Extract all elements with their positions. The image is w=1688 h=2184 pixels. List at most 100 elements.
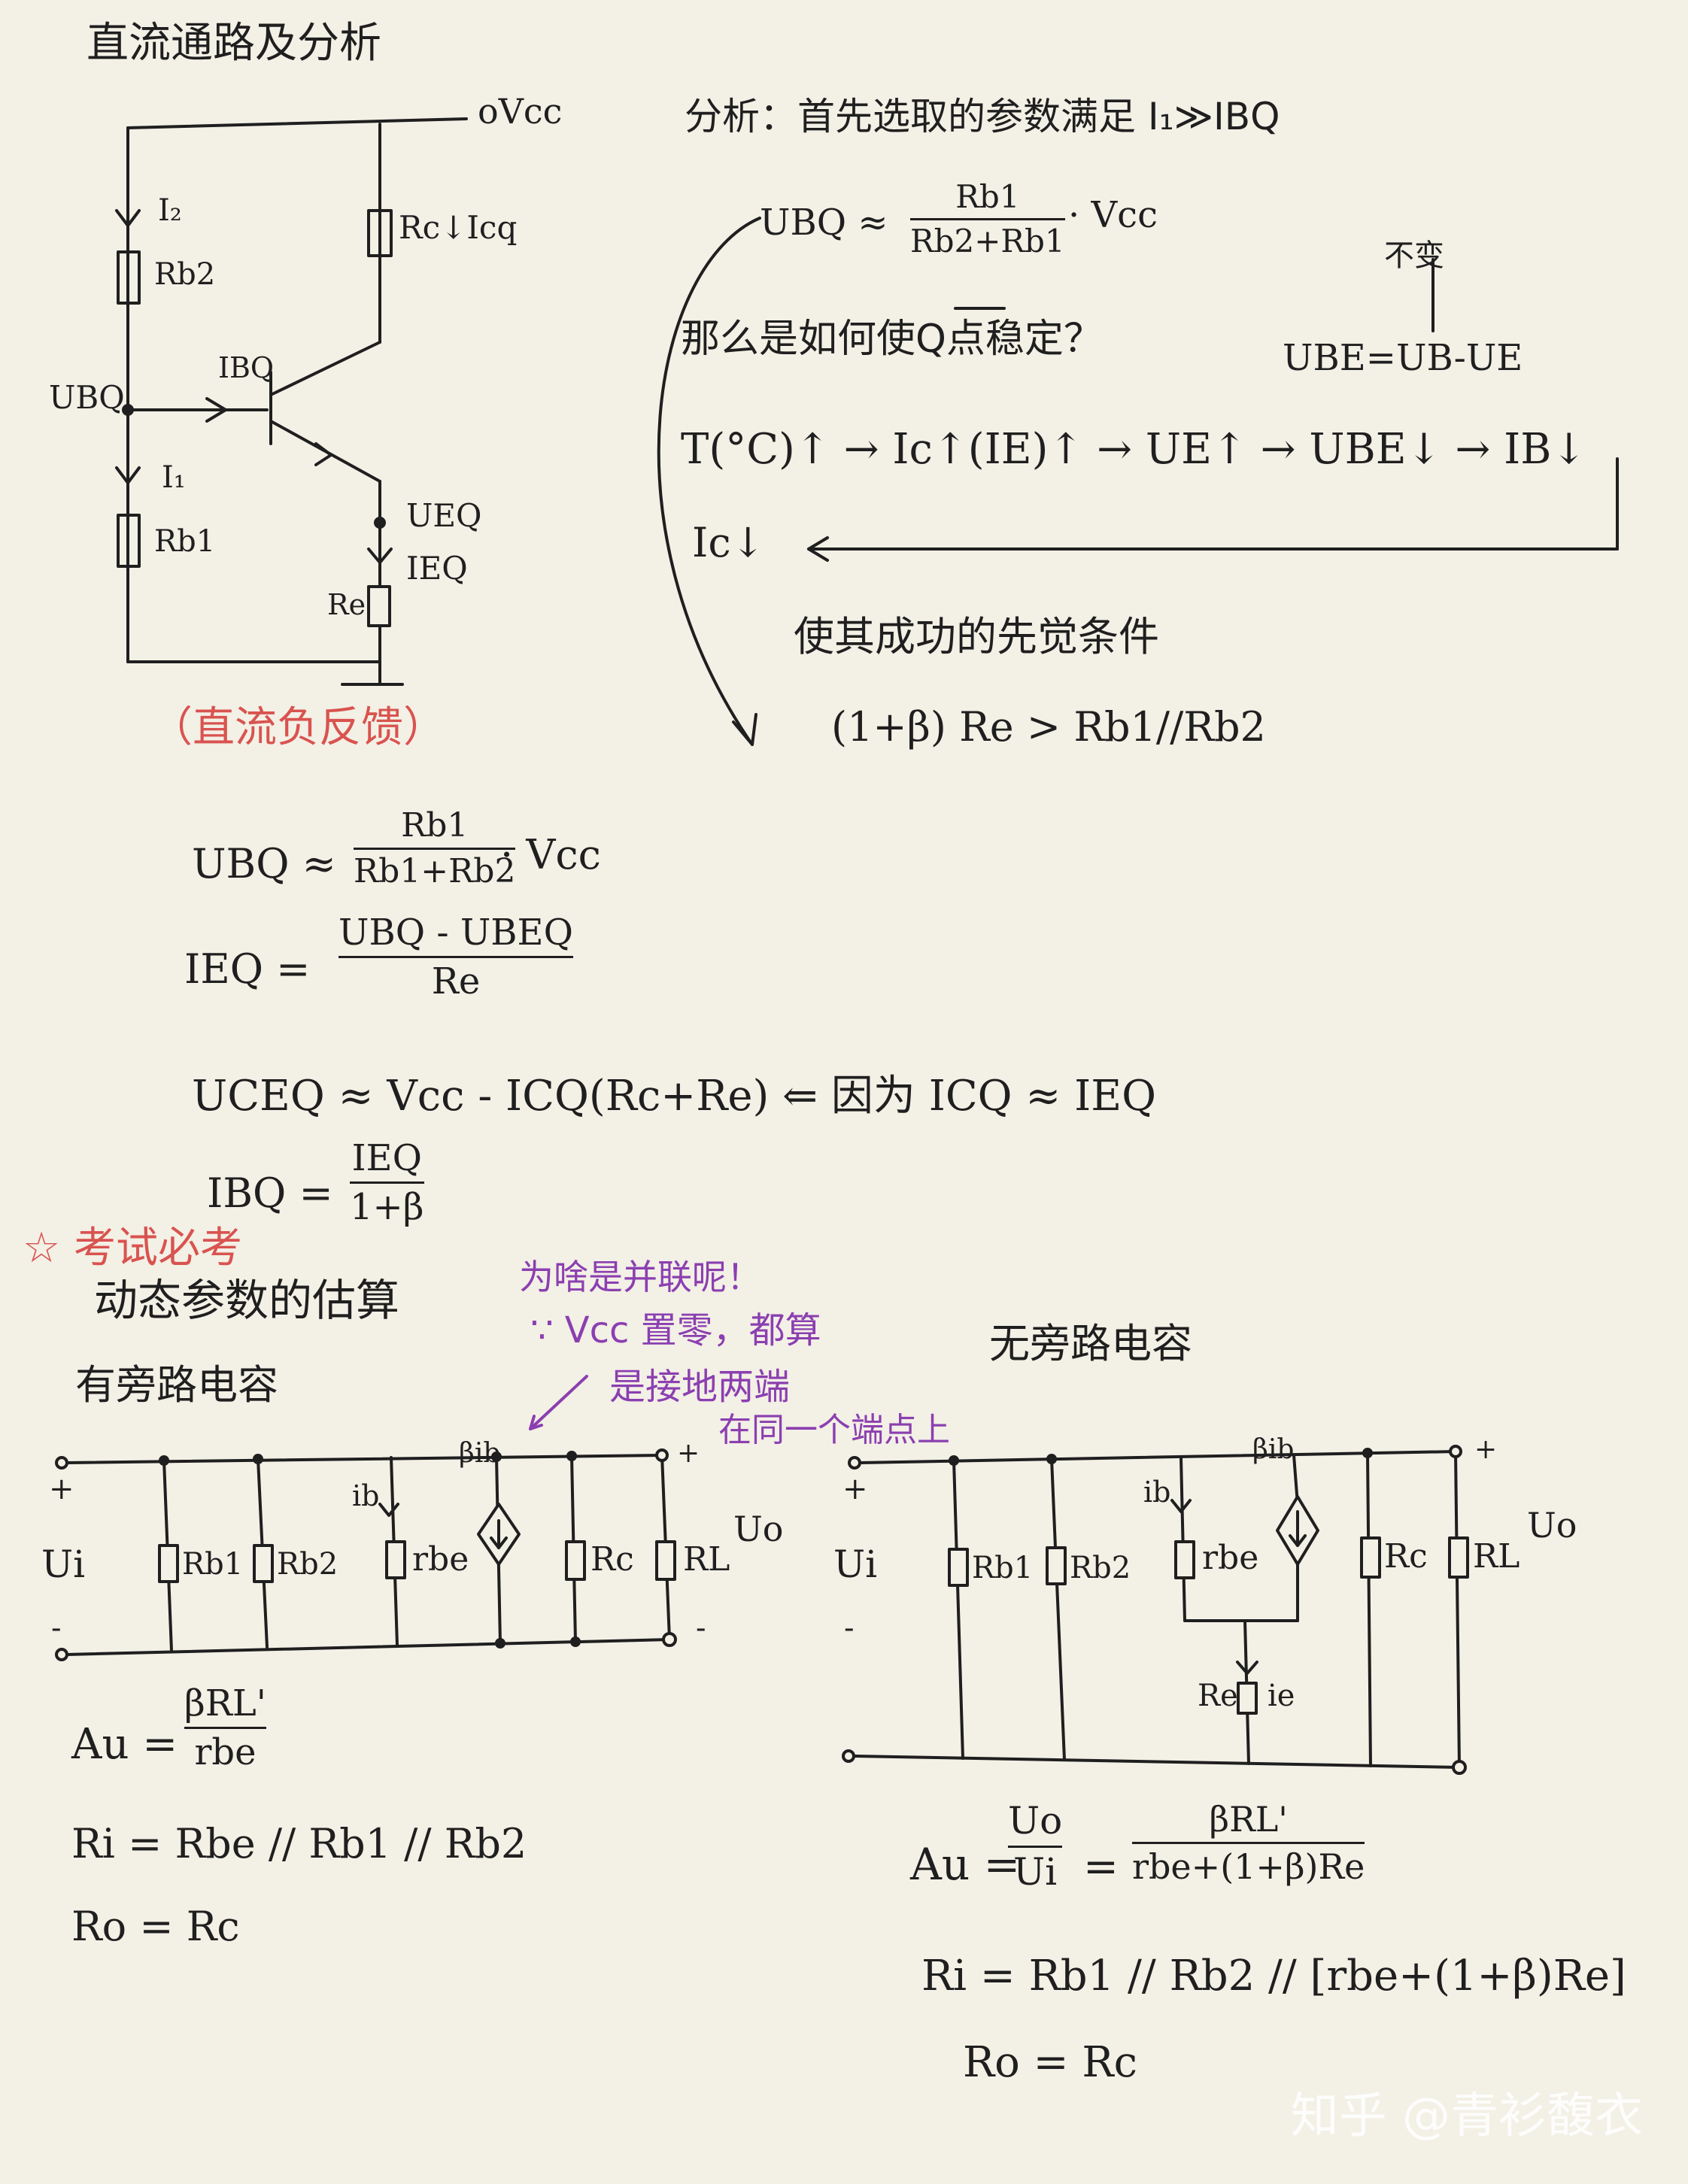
stability-chain: T(°C)↑ → Ic↑(IE)↑ → UE↑ → UBE↓ → IB↓: [681, 425, 1587, 474]
no-bypass-au-equals: =: [1083, 1843, 1119, 1891]
no-bypass-rb2-label: Rb2: [1070, 1551, 1131, 1585]
formula-ieq-numerator: UBQ - UBEQ: [339, 912, 573, 954]
dynamic-title: 动态参数的估算: [94, 1275, 400, 1326]
no-bypass-au-numerator: βRL': [1209, 1799, 1288, 1840]
bypass-au-lhs: Au =: [71, 1720, 178, 1769]
formula-ibq-lhs: IBQ =: [207, 1169, 333, 1217]
no-bypass-ie-label: ie: [1268, 1679, 1295, 1713]
watermark: 知乎 @青衫馥衣: [1290, 2088, 1643, 2144]
formula-ubq-fraction: Rb1 Rb1+Rb2: [354, 806, 516, 891]
bypass-uo-label: Uo: [733, 1509, 784, 1549]
fraction-bar: [184, 1727, 266, 1730]
bypass-title: 有旁路电容: [75, 1361, 278, 1409]
formula-ubq-denominator: Rb1+Rb2: [354, 852, 516, 891]
bypass-ui-label: Ui: [41, 1542, 86, 1586]
no-bypass-title: 无旁路电容: [989, 1320, 1192, 1367]
i2-label: I₂: [158, 193, 182, 228]
no-bypass-au-ui: Ui: [1013, 1849, 1058, 1894]
re-label: Re: [327, 588, 366, 621]
purple-note-line3: 是接地两端: [609, 1366, 791, 1408]
bypass-plus-in: +: [49, 1472, 74, 1506]
bypass-rc-label: Rc: [590, 1540, 634, 1579]
purple-arrow: [529, 1375, 588, 1430]
analysis-arrows: [657, 217, 1619, 746]
ubq-node-label: UBQ: [49, 379, 125, 416]
no-bypass-plus-in: +: [842, 1472, 868, 1506]
fraction-bar: [910, 218, 1065, 221]
bypass-ri: Ri = Rbe // Rb1 // Rb2: [71, 1820, 527, 1867]
bypass-rbe-label: rbe: [412, 1540, 469, 1579]
fraction-bar: [1132, 1842, 1365, 1845]
analysis-ubq-denominator: Rb2+Rb1: [910, 223, 1065, 260]
bypass-au-denominator: rbe: [194, 1731, 257, 1774]
bypass-bib-label: βib: [459, 1438, 501, 1469]
exam-note: ☆ 考试必考: [23, 1224, 243, 1272]
purple-note-line2: ∵ Vcc 置零，都算: [530, 1309, 821, 1351]
no-bypass-minus-in: -: [844, 1611, 855, 1646]
formula-ieq-denominator: Re: [431, 960, 481, 1003]
unchanged-note: 不变: [1384, 238, 1444, 273]
no-bypass-ri: Ri = Rb1 // Rb2 // [rbe+(1+β)Re]: [921, 1952, 1626, 2000]
no-bypass-au-fraction1: Uo Ui: [1008, 1799, 1063, 1894]
purple-note-line4: 在同一个端点上: [718, 1411, 950, 1449]
condition-title: 使其成功的先觉条件: [794, 613, 1159, 660]
no-bypass-bib-label: βib: [1252, 1434, 1295, 1465]
analysis-ubq-numerator: Rb1: [955, 178, 1020, 215]
no-bypass-ib-label: ib: [1143, 1476, 1171, 1509]
no-bypass-plus-out: +: [1474, 1434, 1498, 1465]
no-bypass-ui-label: Ui: [833, 1542, 878, 1586]
no-bypass-au-fraction2: βRL' rbe+(1+β)Re: [1132, 1801, 1365, 1885]
fraction-bar: [354, 848, 516, 851]
fraction-bar: [350, 1181, 424, 1185]
formula-ieq-lhs: IEQ =: [184, 945, 311, 993]
no-bypass-uo-label: Uo: [1527, 1505, 1577, 1545]
dc-circuit-diagram: [115, 117, 468, 686]
no-bypass-rl-label: RL: [1473, 1537, 1520, 1576]
no-bypass-au-uo: Uo: [1008, 1799, 1063, 1843]
formula-ibq-fraction: IEQ 1+β: [350, 1139, 424, 1227]
no-bypass-re-label: Re: [1198, 1679, 1238, 1713]
no-bypass-au-denominator: rbe+(1+β)Re: [1132, 1846, 1365, 1888]
analysis-ubq-lhs: UBQ ≈: [760, 202, 888, 244]
no-bypass-circuit-diagram: [842, 1445, 1469, 1775]
formula-uceq: UCEQ ≈ Vcc - ICQ(Rc+Re) ⇐ 因为 ICQ ≈ IEQ: [192, 1072, 1157, 1121]
rb2-label: Rb2: [154, 257, 216, 292]
bypass-minus-in: -: [51, 1611, 62, 1646]
bypass-rl-label: RL: [683, 1540, 730, 1579]
vcc-terminal-label: oVcc: [478, 91, 563, 132]
analysis-ubq-vcc: · Vcc: [1068, 194, 1158, 236]
rc-icq-label: Rc↓Icq: [399, 209, 518, 246]
fraction-bar: [1008, 1845, 1063, 1848]
bypass-au-numerator: βRL': [184, 1682, 266, 1724]
no-bypass-rbe-label: rbe: [1202, 1539, 1259, 1577]
rb1-label: Rb1: [154, 524, 216, 559]
bypass-rb2-label: Rb2: [277, 1547, 339, 1582]
i1-label: I₁: [162, 460, 186, 495]
analysis-ubq-fraction: Rb1 Rb2+Rb1: [910, 180, 1065, 258]
bypass-au-fraction: βRL' rbe: [184, 1685, 266, 1772]
bypass-ib-label: ib: [352, 1479, 380, 1512]
ube-relation: UBE=UB-UE: [1283, 337, 1523, 379]
formula-ibq-denominator: 1+β: [350, 1186, 424, 1229]
formula-ubq-numerator: Rb1: [401, 806, 469, 845]
ibq-label: IBQ: [218, 351, 275, 384]
ieq-label: IEQ: [406, 550, 468, 587]
dc-section-title: 直流通路及分析: [87, 19, 381, 68]
ueq-label: UEQ: [406, 497, 482, 534]
formula-ibq-numerator: IEQ: [351, 1137, 422, 1179]
formula-ieq-fraction: UBQ - UBEQ Re: [339, 914, 573, 1001]
no-bypass-ro: Ro = Rc: [963, 2038, 1137, 2087]
no-bypass-rb1-label: Rb1: [972, 1551, 1034, 1585]
bypass-plus-out: +: [677, 1438, 700, 1469]
analysis-heading: 分析：首先选取的参数满足 I₁≫IBQ: [685, 95, 1280, 138]
bypass-circuit-diagram: [55, 1448, 677, 1661]
no-bypass-rc-label: Rc: [1384, 1537, 1428, 1576]
bypass-minus-out: -: [696, 1611, 706, 1646]
fraction-bar: [339, 956, 573, 959]
stability-condition: (1+β) Re > Rb1//Rb2: [831, 703, 1266, 751]
dc-feedback-note: （直流负反馈）: [150, 703, 445, 752]
purple-note-line1: 为啥是并联呢！: [519, 1257, 761, 1297]
bypass-ro: Ro = Rc: [71, 1903, 240, 1950]
